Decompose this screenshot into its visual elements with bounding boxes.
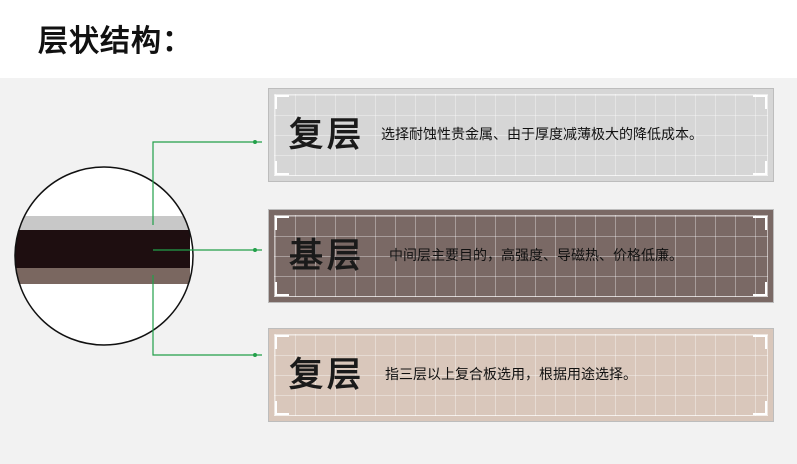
connector-top-dot bbox=[253, 140, 257, 144]
corner-mark bbox=[753, 216, 767, 230]
grid-pattern bbox=[274, 215, 768, 297]
connector-middle-dot bbox=[253, 248, 257, 252]
corner-mark bbox=[275, 335, 289, 349]
corner-mark bbox=[753, 335, 767, 349]
corner-mark bbox=[753, 401, 767, 415]
cross-section-bottom-clad-band bbox=[15, 268, 190, 284]
cross-section-top-clad-band bbox=[15, 216, 190, 230]
grid-pattern bbox=[274, 334, 768, 416]
layer-box-base: 基层 中间层主要目的，高强度、导磁热、价格低廉。 bbox=[268, 209, 774, 303]
page-title: 层状结构： bbox=[38, 24, 193, 59]
cross-section-layers bbox=[15, 216, 190, 284]
connector-top bbox=[152, 141, 262, 225]
layer-box-top-clad: 复层 选择耐蚀性贵金属、由于厚度减薄极大的降低成本。 bbox=[268, 88, 774, 182]
corner-mark bbox=[275, 401, 289, 415]
layer-description: 选择耐蚀性贵金属、由于厚度减薄极大的降低成本。 bbox=[381, 127, 703, 143]
layer-box-bottom-clad: 复层 指三层以上复合板选用，根据用途选择。 bbox=[268, 328, 774, 422]
corner-mark bbox=[275, 161, 289, 175]
cross-section-circle-outline bbox=[14, 166, 194, 346]
layer-name: 复层 bbox=[289, 355, 365, 395]
grid-pattern bbox=[274, 94, 768, 176]
corner-mark bbox=[275, 95, 289, 109]
connector-bottom bbox=[152, 275, 262, 356]
layer-name: 复层 bbox=[289, 115, 365, 155]
layer-name: 基层 bbox=[289, 236, 365, 276]
header-band: 层状结构： bbox=[0, 0, 797, 78]
corner-mark bbox=[753, 95, 767, 109]
connector-bottom-dot bbox=[253, 353, 257, 357]
corner-mark bbox=[753, 282, 767, 296]
corner-mark bbox=[275, 282, 289, 296]
corner-mark bbox=[753, 161, 767, 175]
cross-section-base-band bbox=[15, 230, 190, 268]
layer-description: 指三层以上复合板选用，根据用途选择。 bbox=[385, 367, 637, 383]
corner-mark bbox=[275, 216, 289, 230]
layer-description: 中间层主要目的，高强度、导磁热、价格低廉。 bbox=[389, 248, 683, 264]
